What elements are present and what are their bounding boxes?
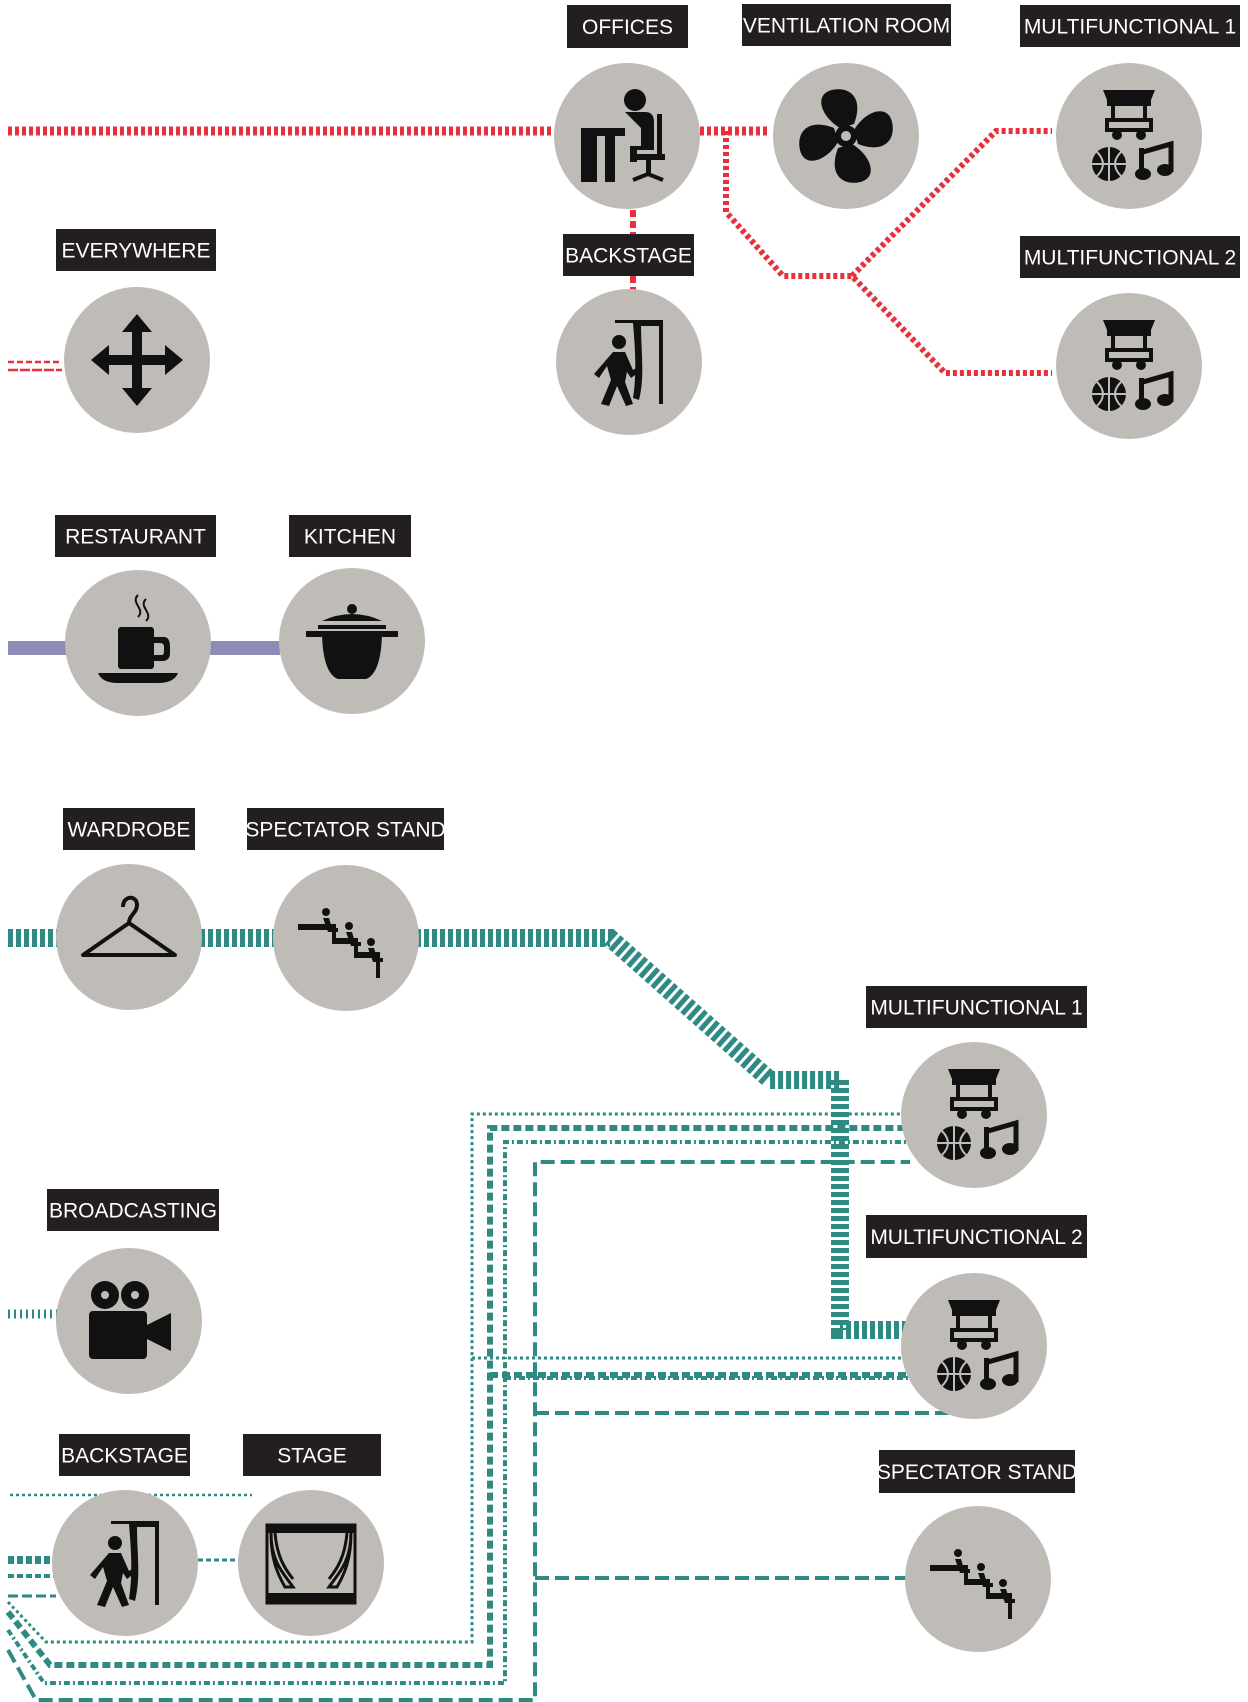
node-label-text: BROADCASTING	[49, 1200, 217, 1223]
node-backstage-bottom: BACKSTAGE	[52, 1434, 198, 1636]
node-backstage-top: BACKSTAGE	[556, 234, 702, 435]
node-label-text: MULTIFUNCTIONAL 2	[1024, 247, 1236, 270]
node-label-text: SPECTATOR STAND	[877, 1461, 1077, 1484]
node-label: MULTIFUNCTIONAL 1	[1020, 5, 1240, 47]
node-circle	[901, 1273, 1047, 1419]
node-label: MULTIFUNCTIONAL 2	[1020, 236, 1240, 278]
line-offices-multifunctional-2	[723, 131, 1052, 376]
node-stage: STAGE	[238, 1434, 384, 1636]
node-label: RESTAURANT	[55, 515, 216, 557]
node-label-text: KITCHEN	[304, 526, 396, 549]
node-label-text: VENTILATION ROOM	[743, 15, 950, 38]
node-label: SPECTATOR STAND	[877, 1450, 1077, 1493]
loop-dotted-1	[6, 1112, 910, 1644]
node-everywhere: EVERYWHERE	[56, 229, 216, 433]
node-circle	[554, 63, 700, 209]
node-label: EVERYWHERE	[56, 229, 216, 271]
node-label: MULTIFUNCTIONAL 2	[866, 1215, 1087, 1258]
node-label-text: MULTIFUNCTIONAL 2	[870, 1226, 1082, 1249]
node-label: VENTILATION ROOM	[742, 4, 951, 46]
node-label-text: BACKSTAGE	[61, 1445, 188, 1468]
node-label: BACKSTAGE	[59, 1434, 190, 1476]
node-label-text: RESTAURANT	[65, 526, 206, 549]
node-label-text: BACKSTAGE	[565, 245, 692, 268]
node-circle	[1056, 293, 1202, 439]
node-multi1-top: MULTIFUNCTIONAL 1	[1020, 5, 1240, 209]
node-circle	[901, 1042, 1047, 1188]
node-circle	[238, 1490, 384, 1636]
node-label-text: WARDROBE	[68, 819, 191, 842]
line-junction-multifunctional-1	[849, 128, 1052, 279]
node-offices: OFFICES	[554, 5, 700, 209]
node-circle	[1056, 63, 1202, 209]
node-broadcasting: BROADCASTING	[47, 1189, 219, 1394]
node-wardrobe: WARDROBE	[56, 808, 202, 1010]
node-circle	[56, 864, 202, 1010]
node-spectator-mid: SPECTATOR STAND	[245, 808, 446, 1011]
node-multi2-bottom: MULTIFUNCTIONAL 2	[866, 1215, 1087, 1419]
node-label: BACKSTAGE	[563, 234, 694, 276]
node-label: BROADCASTING	[47, 1189, 219, 1231]
node-label: KITCHEN	[289, 515, 411, 557]
node-label-text: STAGE	[277, 1445, 347, 1468]
node-ventilation: VENTILATION ROOM	[742, 4, 951, 209]
node-multi1-bottom: MULTIFUNCTIONAL 1	[866, 986, 1087, 1188]
node-label: WARDROBE	[63, 808, 195, 850]
node-label: SPECTATOR STAND	[245, 808, 446, 850]
node-multi2-top: MULTIFUNCTIONAL 2	[1020, 236, 1240, 439]
node-label: OFFICES	[567, 5, 688, 48]
loop-dashdot-1	[6, 1140, 910, 1685]
node-spectator-bottom: SPECTATOR STAND	[877, 1450, 1077, 1652]
node-layer: OFFICES VENTILATION ROOM MULTIFUNCTIONAL 1…	[47, 4, 1240, 1652]
loop-long-dash	[6, 1160, 950, 1702]
node-label-text: OFFICES	[582, 16, 673, 39]
loop-dashed-1	[5, 1125, 910, 1668]
node-label: MULTIFUNCTIONAL 1	[866, 986, 1087, 1028]
node-label: STAGE	[243, 1434, 381, 1476]
node-label-text: EVERYWHERE	[62, 240, 211, 263]
node-label-text: MULTIFUNCTIONAL 1	[1024, 16, 1236, 39]
node-label-text: MULTIFUNCTIONAL 1	[870, 997, 1082, 1020]
node-restaurant: RESTAURANT	[55, 515, 216, 716]
node-kitchen: KITCHEN	[279, 515, 425, 714]
node-label-text: SPECTATOR STAND	[245, 819, 445, 842]
